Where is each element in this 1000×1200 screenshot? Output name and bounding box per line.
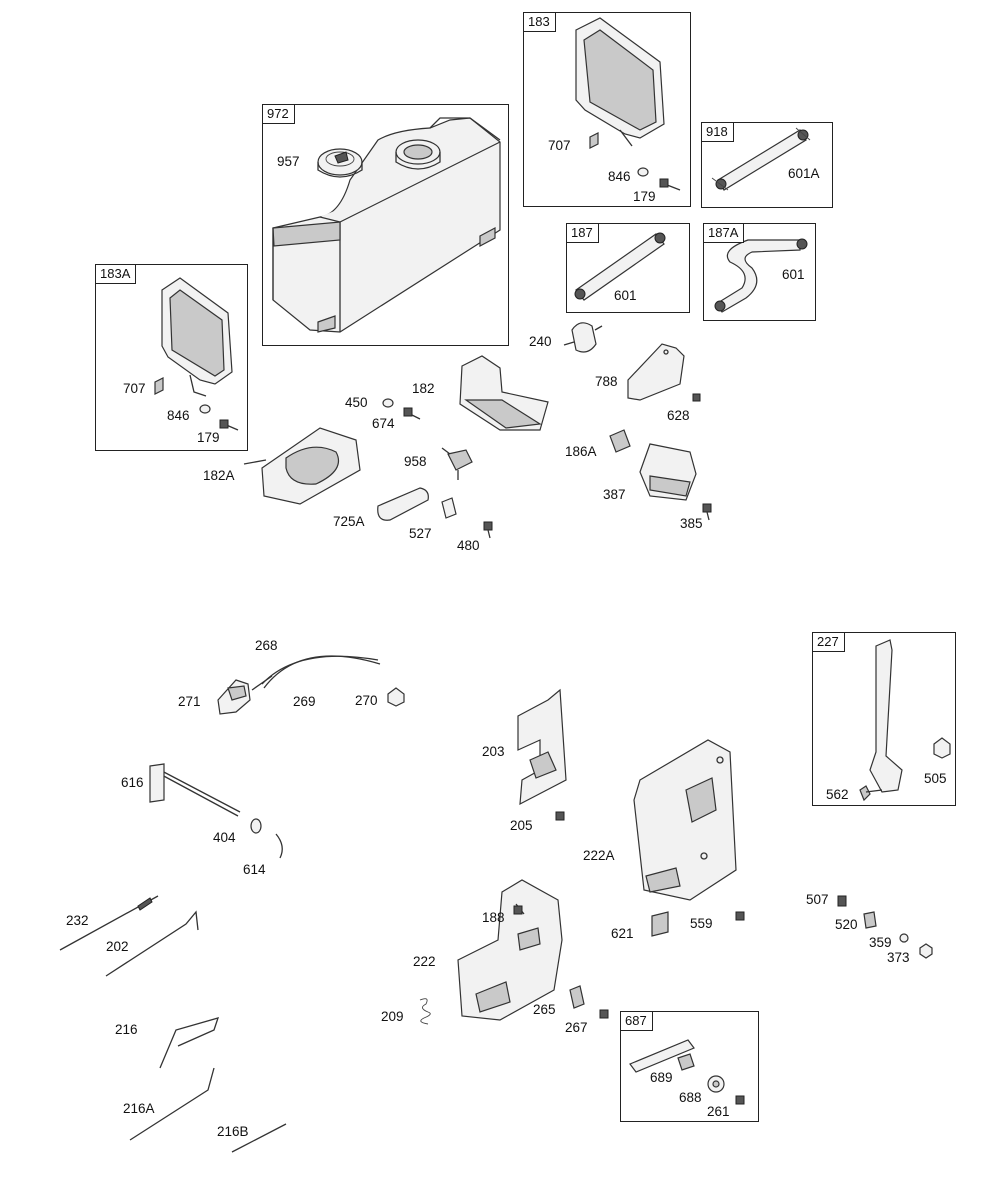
fuel-filter-drawing [563,322,603,353]
fuel-hose-187-drawing [574,232,666,301]
part-label-688: 688 [679,1090,702,1105]
box-tag: 227 [812,632,845,652]
part-label-265: 265 [533,1002,556,1017]
bracket-203-drawing [517,688,567,821]
part-label-788: 788 [595,374,618,389]
callout-box-187A: 187A [703,223,816,321]
part-label-270: 270 [355,693,378,708]
box-tag: 972 [262,104,295,124]
part-label-222A: 222A [583,848,615,863]
part-label-179: 179 [633,189,656,204]
part-label-601A: 601A [788,166,820,181]
part-label-182: 182 [412,381,435,396]
part-label-209: 209 [381,1009,404,1024]
part-label-179: 179 [197,430,220,445]
part-label-205: 205 [510,818,533,833]
part-label-614: 614 [243,862,266,877]
strap-183-drawing [575,17,681,191]
bracket-222A-drawing [633,739,745,937]
callout-box-183: 183 [523,12,691,207]
part-label-188: 188 [482,910,505,925]
part-label-725A: 725A [333,514,365,529]
part-label-601: 601 [782,267,805,282]
box-tag: 687 [620,1011,653,1031]
callout-box-972: 972 [262,104,509,346]
part-label-674: 674 [372,416,395,431]
part-label-601: 601 [614,288,637,303]
part-label-527: 527 [409,526,432,541]
part-label-232: 232 [66,913,89,928]
shield-182A-drawing [243,427,361,505]
part-label-271: 271 [178,694,201,709]
box-tag: 183A [95,264,137,284]
control-shaft-drawing [149,763,283,859]
part-label-480: 480 [457,538,480,553]
box-tag: 187A [703,223,745,243]
part-label-267: 267 [565,1020,588,1035]
part-label-222: 222 [413,954,436,969]
fuel-hose-187A-drawing [714,238,808,313]
part-label-707: 707 [548,138,571,153]
part-label-621: 621 [611,926,634,941]
part-label-846: 846 [167,408,190,423]
part-label-186A: 186A [565,444,597,459]
bracket-788-drawing [627,343,701,402]
part-label-240: 240 [529,334,552,349]
part-label-505: 505 [924,771,947,786]
part-label-404: 404 [213,830,236,845]
bracket-182-drawing [459,355,549,431]
lever-227-drawing [859,639,951,802]
part-label-359: 359 [869,935,892,950]
part-label-269: 269 [293,694,316,709]
fuel-cap-drawing [317,148,363,178]
part-label-202: 202 [106,939,129,954]
part-label-373: 373 [887,950,910,965]
washer-screw-drawing [382,398,421,420]
box-tag: 187 [566,223,599,243]
part-label-507: 507 [806,892,829,907]
callout-box-687: 687 [620,1011,759,1122]
bracket-222-drawing [419,879,609,1025]
part-label-268: 268 [255,638,278,653]
part-label-203: 203 [482,744,505,759]
part-label-450: 450 [345,395,368,410]
part-label-261: 261 [707,1104,730,1119]
throttle-control-drawing [217,655,405,715]
part-label-846: 846 [608,169,631,184]
governor-687-drawing [629,1039,745,1105]
part-label-385: 385 [680,516,703,531]
small-hardware-drawing [837,895,933,959]
part-label-562: 562 [826,787,849,802]
part-label-707: 707 [123,381,146,396]
part-label-216A: 216A [123,1101,155,1116]
part-label-958: 958 [404,454,427,469]
fuel-hose-918-drawing [711,127,811,191]
box-tag: 918 [701,122,734,142]
shutoff-valve-drawing [441,447,473,480]
part-label-520: 520 [835,917,858,932]
callout-box-183A: 183A [95,264,248,451]
part-label-216B: 216B [217,1124,249,1139]
part-label-559: 559 [690,916,713,931]
fuel-pump-drawing [609,429,712,521]
hose-clamp-drawing [377,487,493,539]
part-label-216: 216 [115,1022,138,1037]
box-tag: 183 [523,12,556,32]
callout-box-918: 918 [701,122,833,208]
part-label-689: 689 [650,1070,673,1085]
part-label-628: 628 [667,408,690,423]
part-label-387: 387 [603,487,626,502]
part-label-957: 957 [277,154,300,169]
link-rods-drawing [59,895,287,1153]
part-label-616: 616 [121,775,144,790]
strap-183A-drawing [154,277,239,431]
callout-box-187: 187 [566,223,690,313]
callout-box-227: 227 [812,632,956,806]
fuel-tank-drawing [272,117,501,333]
part-label-182A: 182A [203,468,235,483]
